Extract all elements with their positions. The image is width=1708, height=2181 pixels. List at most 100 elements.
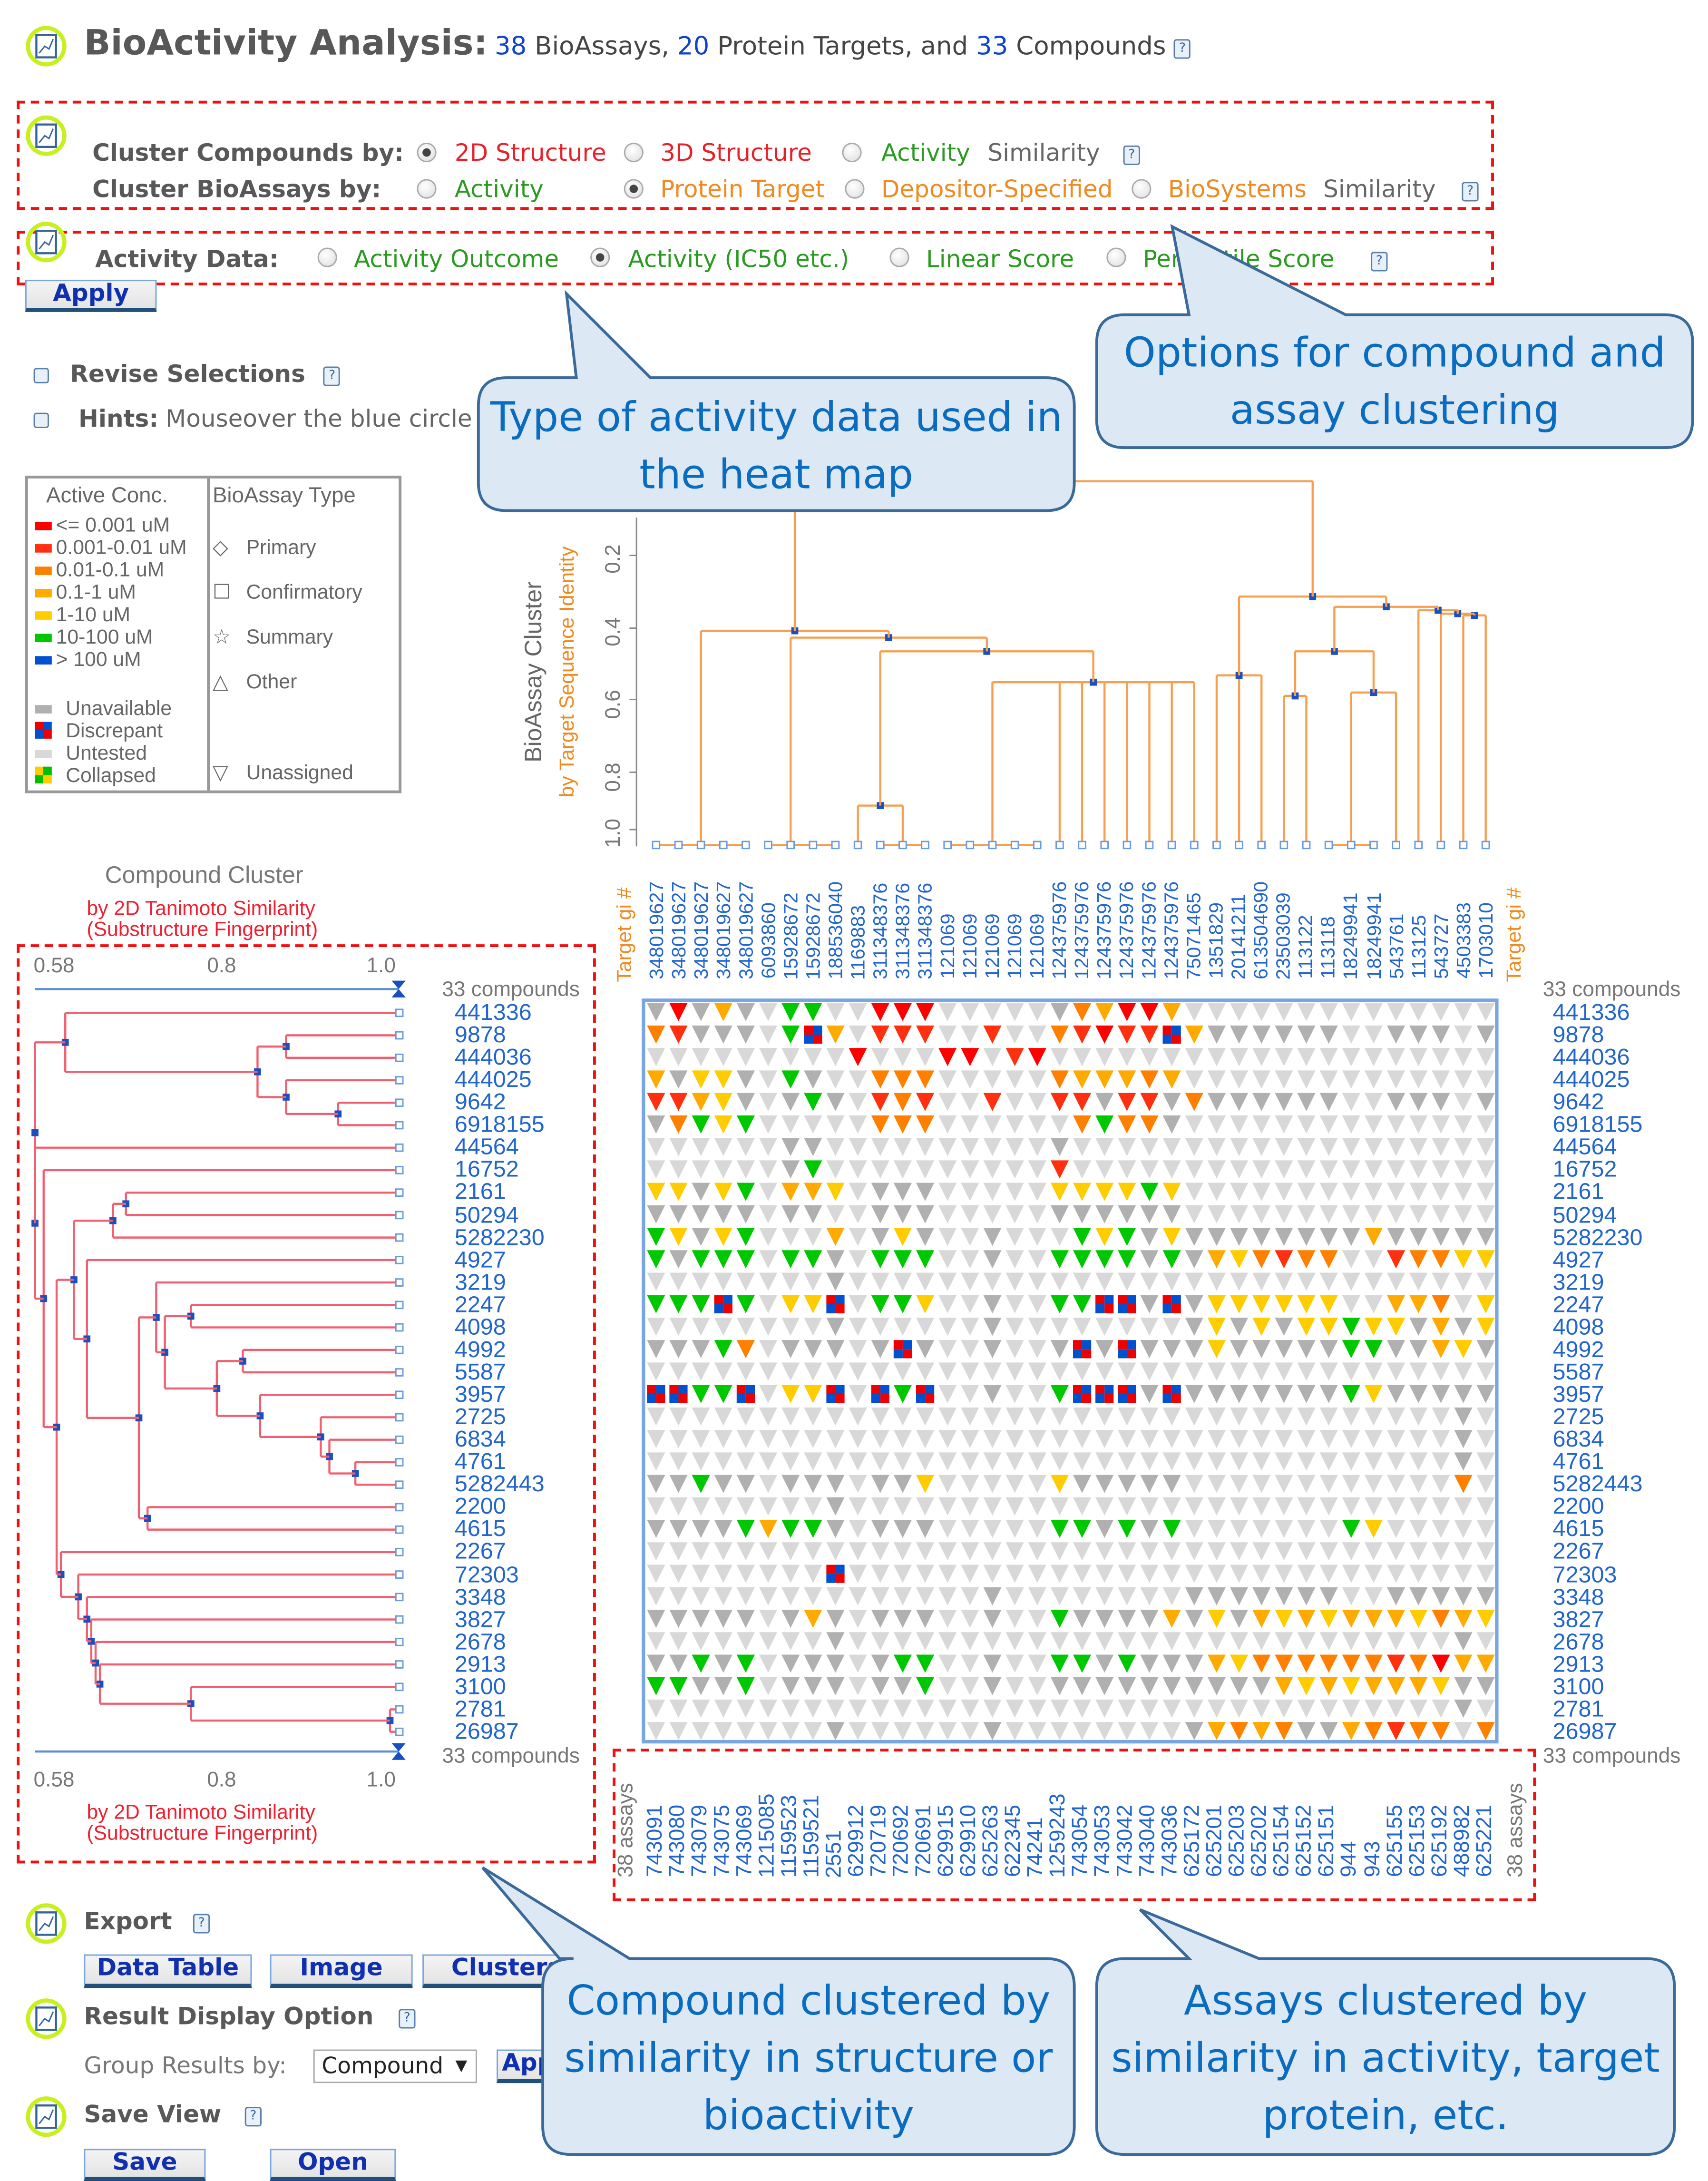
heatmap-cell[interactable] — [1050, 1565, 1069, 1583]
heatmap-cell[interactable] — [1185, 1272, 1203, 1291]
heatmap-cell[interactable] — [1118, 1205, 1136, 1224]
heatmap-cell[interactable] — [961, 1340, 979, 1359]
heatmap-cell[interactable] — [961, 1070, 979, 1089]
heatmap-cell[interactable] — [1140, 1542, 1159, 1561]
heatmap-cell[interactable] — [781, 1003, 800, 1021]
heatmap-cell[interactable] — [826, 1115, 845, 1134]
heatmap-cell[interactable] — [1230, 1520, 1249, 1538]
compound-label[interactable]: 3100 — [454, 1674, 506, 1700]
heatmap-cell[interactable] — [1275, 1587, 1293, 1605]
heatmap-cell[interactable] — [871, 1475, 889, 1493]
heatmap-cell[interactable] — [1476, 1407, 1495, 1426]
heatmap-cell[interactable] — [1252, 1362, 1271, 1381]
heatmap-cell[interactable] — [1005, 1317, 1024, 1336]
heatmap-cell[interactable] — [1162, 1183, 1181, 1201]
heatmap-cell[interactable] — [1118, 1048, 1136, 1066]
heatmap-cell[interactable] — [1476, 1228, 1495, 1246]
heatmap-cell[interactable] — [759, 1677, 778, 1695]
heatmap-cell[interactable] — [938, 1183, 957, 1201]
heatmap-cell[interactable] — [916, 1362, 935, 1381]
heatmap-cell[interactable] — [1140, 1722, 1159, 1741]
compound-label[interactable]: 3348 — [1552, 1584, 1604, 1610]
heatmap-cell[interactable] — [759, 1093, 778, 1111]
leaf-node[interactable] — [395, 1031, 404, 1040]
heatmap-cell[interactable] — [1342, 1609, 1360, 1628]
heatmap-cell[interactable] — [1342, 1070, 1360, 1089]
heatmap-cell[interactable] — [1275, 1048, 1293, 1066]
heatmap-cell[interactable] — [983, 1565, 1002, 1583]
heatmap-cell[interactable] — [692, 1340, 710, 1359]
heatmap-cell[interactable] — [1185, 1115, 1203, 1134]
heatmap-cell[interactable] — [1095, 1160, 1114, 1179]
heatmap-cell[interactable] — [1207, 1362, 1226, 1381]
heatmap-cell[interactable] — [692, 1565, 710, 1583]
heatmap-cell[interactable] — [1454, 1452, 1473, 1471]
heatmap-cell[interactable] — [1252, 1160, 1271, 1179]
heatmap-cell[interactable] — [1319, 1475, 1338, 1493]
heatmap-cell[interactable] — [1252, 1542, 1271, 1561]
heatmap-cell[interactable] — [1432, 1003, 1450, 1021]
heatmap-cell[interactable] — [1230, 1183, 1249, 1201]
heatmap-cell[interactable] — [938, 1205, 957, 1224]
section-chart-icon[interactable] — [25, 221, 67, 263]
heatmap-cell[interactable] — [1409, 1048, 1428, 1066]
heatmap-cell[interactable] — [1319, 1362, 1338, 1381]
heatmap-cell[interactable] — [1028, 1272, 1046, 1291]
heatmap-cell[interactable] — [1409, 1272, 1428, 1291]
heatmap-cell[interactable] — [826, 1003, 845, 1021]
group-results-select[interactable]: Compound ▼ — [313, 2049, 477, 2083]
heatmap-cell[interactable] — [1386, 1677, 1405, 1695]
heatmap-cell[interactable] — [826, 1160, 845, 1179]
heatmap-cell[interactable] — [1297, 1677, 1316, 1695]
heatmap-cell[interactable] — [893, 1317, 912, 1336]
heatmap-cell[interactable] — [961, 1250, 979, 1269]
heatmap-cell[interactable] — [1230, 1115, 1249, 1134]
compound-label[interactable]: 444025 — [1552, 1067, 1630, 1093]
heatmap-cell[interactable] — [1319, 1587, 1338, 1605]
heatmap-cell[interactable] — [1140, 1115, 1159, 1134]
heatmap-cell[interactable] — [916, 1520, 935, 1538]
heatmap-cell[interactable] — [759, 1160, 778, 1179]
heatmap-cell[interactable] — [1432, 1070, 1450, 1089]
heatmap-cell[interactable] — [1364, 1452, 1383, 1471]
heatmap-cell[interactable] — [1050, 1003, 1069, 1021]
heatmap-cell[interactable] — [1386, 1407, 1405, 1426]
heatmap-cell[interactable] — [1342, 1183, 1360, 1201]
heatmap-cell[interactable] — [1005, 1025, 1024, 1044]
heatmap-cell[interactable] — [669, 1407, 688, 1426]
heatmap-cell[interactable] — [804, 1520, 822, 1538]
heatmap-cell[interactable] — [714, 1385, 732, 1403]
option-3d-structure[interactable]: 3D Structure — [660, 140, 812, 168]
leaf-node[interactable] — [1257, 841, 1266, 850]
heatmap-cell[interactable] — [1342, 1115, 1360, 1134]
heatmap-cell[interactable] — [714, 1003, 732, 1021]
heatmap-cell[interactable] — [1050, 1677, 1069, 1695]
heatmap-cell[interactable] — [916, 1722, 935, 1741]
heatmap-cell[interactable] — [1297, 1407, 1316, 1426]
heatmap-cell[interactable] — [1230, 1160, 1249, 1179]
heatmap-cell[interactable] — [1162, 1205, 1181, 1224]
heatmap-cell[interactable] — [781, 1520, 800, 1538]
heatmap-cell[interactable] — [983, 1205, 1002, 1224]
heatmap-cell[interactable] — [961, 1407, 979, 1426]
heatmap-cell[interactable] — [804, 1452, 822, 1471]
heatmap-cell[interactable] — [1476, 1160, 1495, 1179]
heatmap-cell[interactable] — [1050, 1228, 1069, 1246]
heatmap-cell[interactable] — [1095, 1587, 1114, 1605]
leaf-node[interactable] — [1347, 841, 1356, 850]
heatmap-cell[interactable] — [804, 1295, 822, 1313]
compound-label[interactable]: 9642 — [1552, 1090, 1604, 1115]
heatmap-cell[interactable] — [1140, 1272, 1159, 1291]
heatmap-cell[interactable] — [692, 1609, 710, 1628]
section-chart-icon[interactable] — [25, 25, 67, 67]
heatmap-cell[interactable] — [849, 1385, 867, 1403]
heatmap-cell[interactable] — [1185, 1430, 1203, 1448]
heatmap-cell[interactable] — [1162, 1699, 1181, 1718]
heatmap-cell[interactable] — [804, 1340, 822, 1359]
heatmap-cell[interactable] — [893, 1430, 912, 1448]
heatmap-cell[interactable] — [1005, 1138, 1024, 1156]
heatmap-cell[interactable] — [1005, 1542, 1024, 1561]
leaf-node[interactable] — [988, 841, 997, 850]
heatmap-cell[interactable] — [1140, 1183, 1159, 1201]
heatmap-cell[interactable] — [1028, 1070, 1046, 1089]
